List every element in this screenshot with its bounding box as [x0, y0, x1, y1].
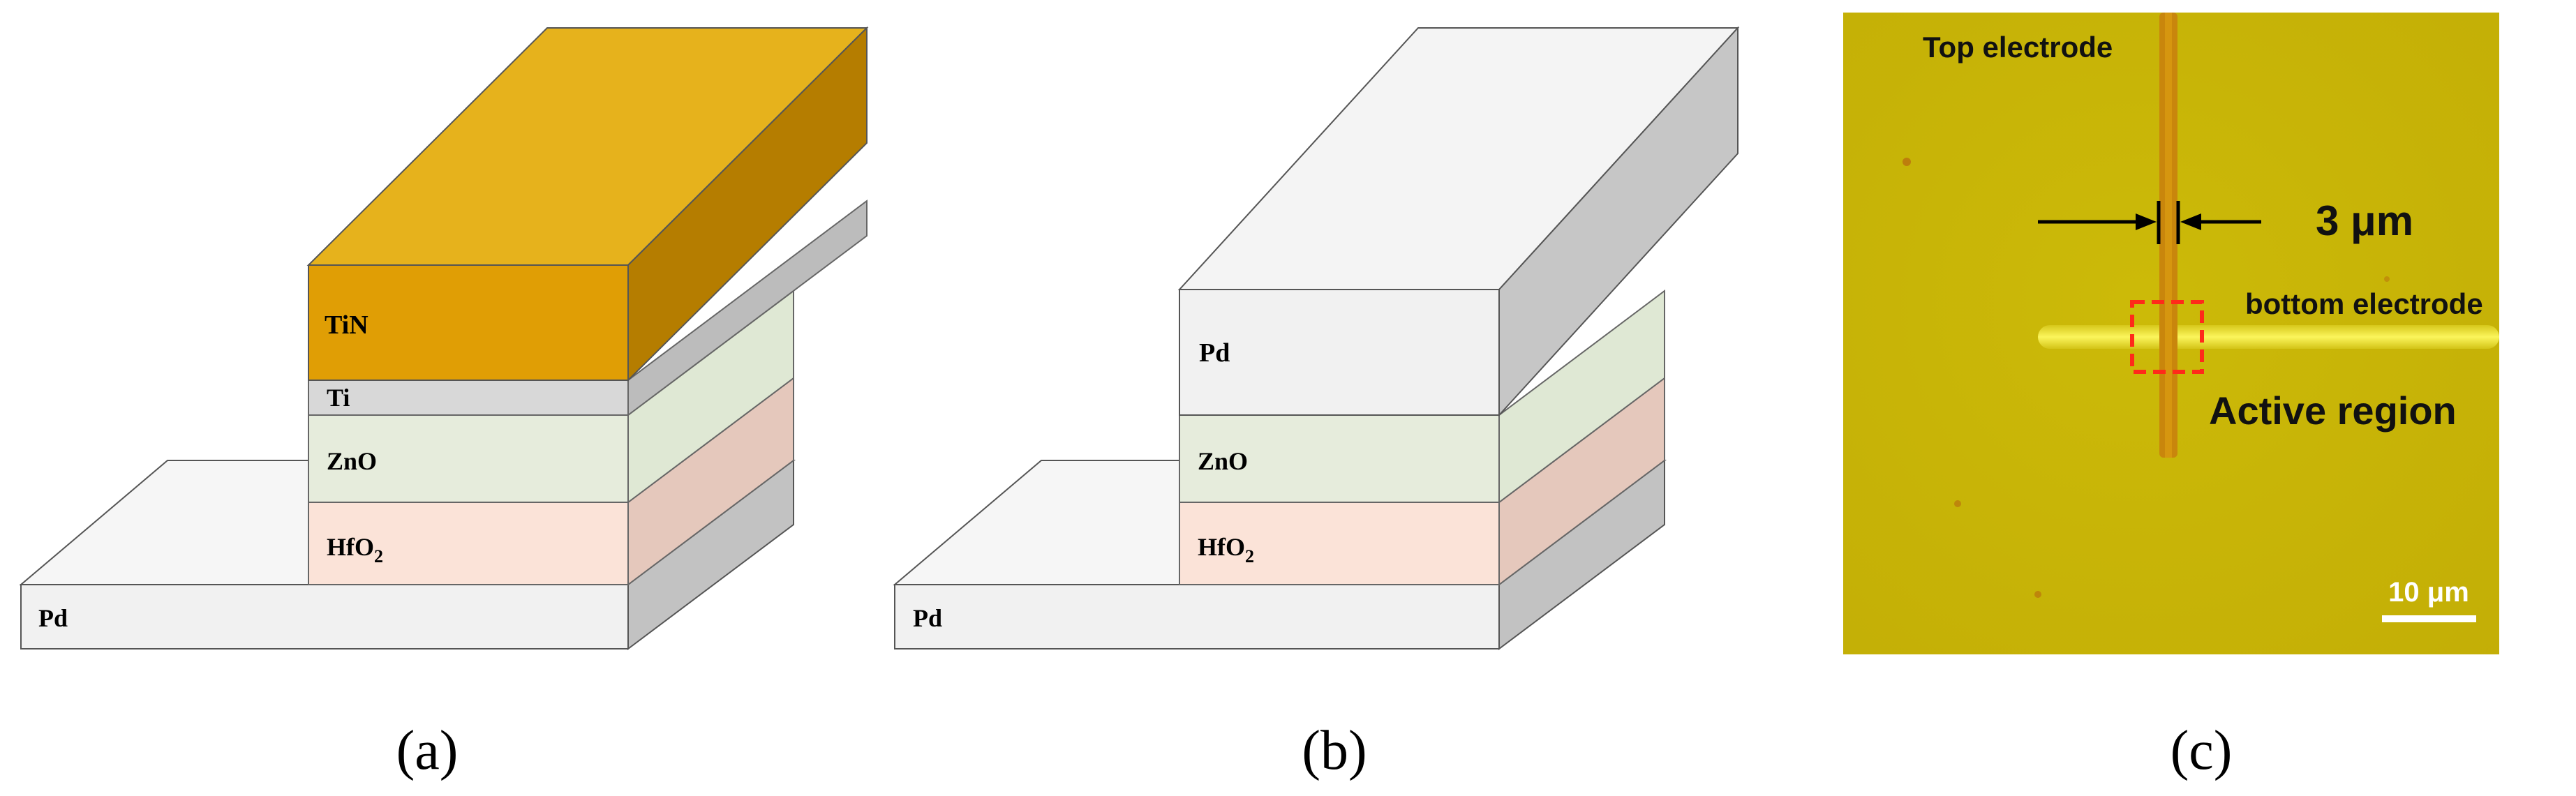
scale-bar-label: 10 μm — [2388, 577, 2469, 608]
layer-label-zno-b: ZnO — [1198, 447, 1248, 475]
layer-label-pd-bottom: Pd — [38, 604, 68, 632]
top-electrode-highlight — [2165, 13, 2172, 458]
surface-speck — [2034, 591, 2041, 598]
gap-dimension-marker — [2038, 201, 2261, 244]
layer-label-zno: ZnO — [327, 447, 377, 475]
layer-label-pd-bottom-b: Pd — [913, 604, 942, 632]
bottom-electrode-line — [2038, 325, 2499, 349]
hfo2-base-text: HfO — [327, 533, 374, 561]
caption-b: (b) — [1302, 720, 1367, 781]
active-region-box — [2130, 300, 2204, 374]
caption-a: (a) — [396, 720, 459, 781]
surface-speck — [1903, 158, 1911, 166]
layer-label-pd-top: Pd — [1199, 338, 1230, 368]
panel-c-micrograph: Top electrode 3 μm bottom electrode Acti… — [1843, 13, 2499, 654]
surface-speck — [1954, 500, 1961, 507]
zno-layer-b — [1179, 289, 1665, 504]
surface-speck — [2384, 276, 2390, 282]
active-region-label: Active region — [2209, 389, 2457, 433]
hfo2-base-text-b: HfO — [1198, 533, 1245, 561]
zno-layer-a — [308, 289, 794, 504]
layer-label-hfo2: HfO2 — [327, 533, 383, 566]
hfo2-subscript-b: 2 — [1245, 546, 1254, 566]
pd-top-electrode — [1177, 26, 1740, 417]
layer-label-ti: Ti — [327, 384, 350, 412]
layer-label-tin: TiN — [325, 310, 368, 340]
tin-top-electrode — [306, 26, 869, 382]
panel-a-device-stack: TiN Ti ZnO HfO2 Pd — [19, 26, 869, 651]
caption-c: (c) — [2171, 720, 2233, 781]
top-electrode-label: Top electrode — [1923, 31, 2113, 63]
gap-width-label: 3 μm — [2316, 197, 2413, 244]
scale-bar — [2382, 615, 2476, 622]
hfo2-subscript: 2 — [374, 546, 383, 566]
hfo2-layer-b — [1179, 376, 1665, 587]
panel-b-device-stack: Pd ZnO HfO2 Pd — [893, 26, 1740, 651]
ti-layer-a — [308, 199, 868, 417]
bottom-electrode-label: bottom electrode — [2245, 287, 2483, 320]
layer-label-hfo2-b: HfO2 — [1198, 533, 1254, 566]
